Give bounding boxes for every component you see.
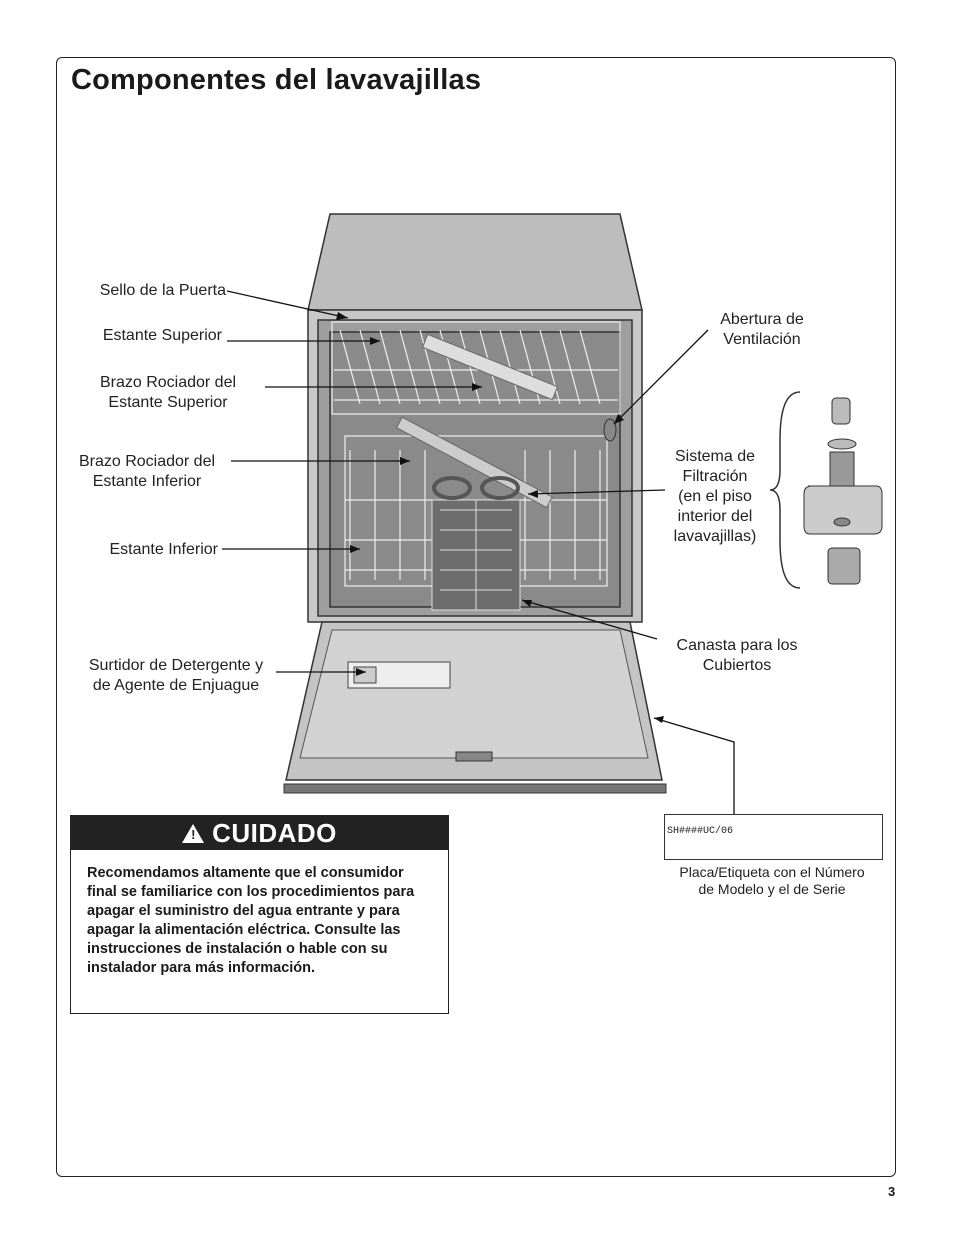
caution-header: ! CUIDADO: [71, 816, 448, 850]
silverware-basket: [431, 476, 521, 611]
lower-rack: [344, 435, 608, 587]
rating-plate: [664, 814, 883, 860]
warning-triangle-icon: !: [182, 823, 205, 843]
label-lower-rack: Estante Inferior: [109, 541, 219, 558]
label-dispenser-line1: Surtidor de Detergente y: [88, 657, 264, 674]
label-upper-rack: Estante Superior: [102, 327, 222, 344]
caution-box: ! CUIDADO Recomendamos altamente que el …: [70, 815, 449, 1014]
leader-arrowheads: [336, 312, 664, 723]
label-upper-spray-arm-line1: Brazo Rociador del: [99, 374, 237, 391]
rating-plate-caption-line2: de Modelo y el de Serie: [698, 881, 846, 897]
label-basket-line1: Canasta para los: [676, 637, 798, 654]
upper-spray-arm: [421, 333, 559, 401]
label-filter-line5: lavavajillas): [673, 528, 757, 545]
label-filtration-system: Sistema de Filtración (en el piso interi…: [660, 447, 770, 547]
label-dispenser: Surtidor de Detergente y de Agente de En…: [70, 656, 282, 696]
label-lower-spray-arm-line2: Estante Inferior: [92, 473, 202, 490]
label-filter-line4: interior del: [677, 508, 753, 525]
label-upper-spray-arm: Brazo Rociador del Estante Superior: [80, 373, 256, 413]
label-door-seal: Sello de la Puerta: [99, 282, 226, 299]
label-basket-line2: Cubiertos: [702, 657, 772, 674]
caution-text: Recomendamos altamente que el consumidor…: [87, 865, 415, 976]
label-filter-line3: (en el piso: [678, 488, 752, 505]
label-lower-spray-arm: Brazo Rociador del Estante Inferior: [62, 452, 232, 492]
caution-heading: CUIDADO: [212, 817, 337, 848]
filtration-system-parts: [769, 391, 883, 589]
label-vent-line2: Ventilación: [723, 331, 801, 348]
label-upper-spray-arm-line2: Estante Superior: [108, 394, 228, 411]
label-dispenser-line2: de Agente de Enjuague: [92, 677, 260, 694]
rating-plate-caption: Placa/Etiqueta con el Número de Modelo y…: [660, 864, 884, 898]
detergent-dispenser: [347, 661, 451, 689]
label-filter-line2: Filtración: [682, 468, 748, 485]
leader-lines: [222, 290, 735, 814]
page-frame: [56, 57, 896, 1177]
vent-opening: [603, 418, 617, 442]
label-lower-spray-arm-line1: Brazo Rociador del: [78, 453, 216, 470]
label-filter-line1: Sistema de: [674, 448, 756, 465]
label-vent: Abertura de Ventilación: [700, 310, 824, 350]
label-silverware-basket: Canasta para los Cubiertos: [660, 636, 814, 676]
rating-plate-model: SH####UC/06: [667, 826, 734, 837]
page-number: 3: [888, 1184, 896, 1199]
page-title: Componentes del lavavajillas: [71, 64, 482, 96]
label-vent-line1: Abertura de: [720, 311, 804, 328]
dishwasher-door: [283, 621, 667, 794]
rating-plate-caption-line1: Placa/Etiqueta con el Número: [679, 864, 865, 880]
lower-spray-arm: [395, 416, 553, 509]
